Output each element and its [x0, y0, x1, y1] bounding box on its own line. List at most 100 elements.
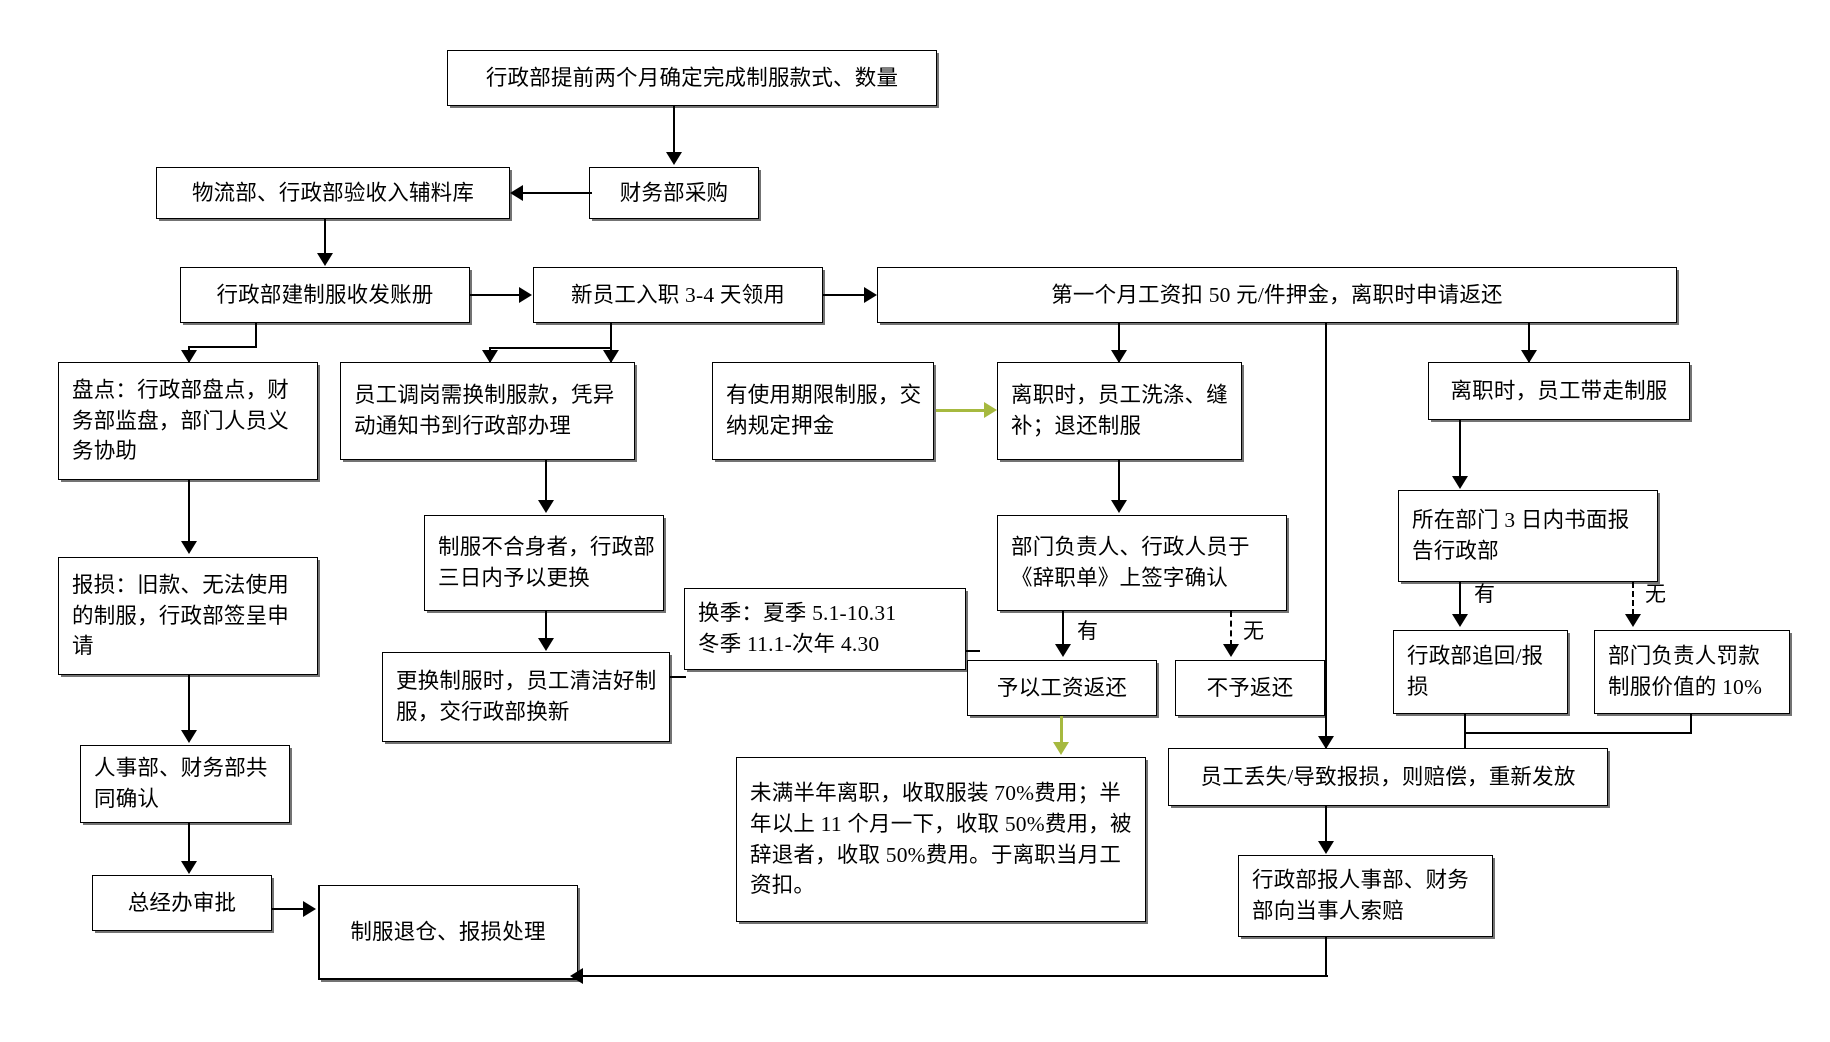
edge-n4-n8-stub	[255, 323, 258, 348]
edge-n14-n19-dashed	[1230, 611, 1232, 646]
node-first-month-deposit[interactable]: 第一个月工资扣 50 元/件押金，离职时申请返还	[877, 267, 1677, 323]
node-hr-finance-confirm[interactable]: 人事部、财务部共同确认	[80, 745, 290, 823]
arrowhead-n6-n24	[1318, 736, 1334, 749]
node-stocktake[interactable]: 盘点：行政部盘点，财务部监盘，部门人员义务协助	[58, 362, 318, 480]
edge-n5-n8-h	[489, 347, 612, 350]
node-label: 行政部提前两个月确定完成制服款式、数量	[485, 65, 899, 90]
node-label: 盘点：行政部盘点，财务部监盘，部门人员义务协助	[72, 378, 290, 464]
node-label: 行政部追回/报损	[1407, 644, 1544, 699]
edge-n15-n21-dashed	[1632, 582, 1634, 615]
edge-n21-h	[1464, 732, 1692, 735]
node-label: 报损：旧款、无法使用的制服，行政部签呈申请	[72, 573, 290, 659]
node-limited-term-uniform-deposit[interactable]: 有使用期限制服，交纳规定押金	[712, 362, 934, 460]
node-uniform-style-quantity[interactable]: 行政部提前两个月确定完成制服款式、数量	[447, 50, 937, 106]
node-resign-fee-rules[interactable]: 未满半年离职，收取服装 70%费用；半年以上 11 个月一下，收取 50%费用，…	[736, 757, 1146, 922]
node-admin-ledger[interactable]: 行政部建制服收发账册	[180, 267, 470, 323]
node-new-employee-issue[interactable]: 新员工入职 3-4 天领用	[533, 267, 823, 323]
arrowhead-n9-n10-green	[984, 402, 997, 418]
edge-label-wu-1: 无	[1243, 619, 1264, 643]
arrowhead-n22-n25	[181, 861, 197, 874]
node-resign-wash-return[interactable]: 离职时，员工洗涤、缝补；退还制服	[997, 362, 1242, 460]
node-label: 不予返还	[1206, 675, 1294, 700]
edge-n26-bottom-rail	[318, 978, 580, 981]
node-label: 离职时，员工带走制服	[1450, 378, 1668, 403]
node-scrap-report[interactable]: 报损：旧款、无法使用的制服，行政部签呈申请	[58, 557, 318, 675]
node-transfer-change-uniform[interactable]: 员工调岗需换制服款，凭异动通知书到行政部办理	[340, 362, 635, 460]
arrowhead-n15-n21	[1625, 614, 1641, 627]
node-no-refund[interactable]: 不予返还	[1175, 660, 1325, 716]
arrowhead-n6-n10	[1111, 350, 1127, 363]
node-return-scrap-process[interactable]: 制服退仓、报损处理	[318, 885, 578, 980]
arrowhead-n25-n26	[303, 901, 316, 917]
node-label: 离职时，员工洗涤、缝补；退还制服	[1011, 383, 1229, 438]
node-label: 部门负责人罚款制服价值的 10%	[1608, 644, 1763, 699]
arrowhead-n27-n26	[570, 968, 583, 984]
arrowhead-n4-n5	[519, 287, 532, 303]
edge-n16-n18	[966, 650, 980, 653]
node-label: 所在部门 3 日内书面报告行政部	[1412, 508, 1630, 563]
edge-label-you-1: 有	[1077, 619, 1098, 643]
arrowhead-n5-n9	[603, 350, 619, 363]
node-label: 制服不合身者，行政部三日内予以更换	[438, 535, 656, 590]
edge-n15-n20	[1459, 582, 1462, 615]
edge-n17-n16	[670, 676, 686, 679]
node-label: 行政部报人事部、财务部向当事人索赔	[1252, 868, 1470, 923]
node-label: 物流部、行政部验收入辅料库	[191, 180, 475, 205]
arrowhead-n3-n4	[317, 253, 333, 266]
edge-n6-n24	[1325, 323, 1328, 748]
node-label: 新员工入职 3-4 天领用	[570, 282, 785, 307]
node-label: 总经办审批	[127, 890, 237, 915]
edge-n22-n25	[188, 823, 191, 862]
edge-n18-n23-green	[1060, 716, 1063, 744]
node-clean-before-exchange[interactable]: 更换制服时，员工清洁好制服，交行政部换新	[382, 652, 670, 742]
node-loss-compensation[interactable]: 员工丢失/导致报损，则赔偿，重新发放	[1168, 748, 1608, 806]
node-misfit-replace[interactable]: 制服不合身者，行政部三日内予以更换	[424, 515, 664, 611]
node-refund-salary[interactable]: 予以工资返还	[967, 660, 1157, 716]
node-season-change[interactable]: 换季：夏季 5.1-10.31 冬季 11.1-次年 4.30	[684, 588, 966, 670]
edge-n5-n6	[823, 294, 865, 297]
edge-label-wu-2: 无	[1645, 582, 1666, 606]
edge-n4-n5	[470, 294, 522, 297]
arrowhead-n7-n12	[181, 541, 197, 554]
node-finance-purchase[interactable]: 财务部采购	[589, 167, 759, 219]
edge-n20-n24	[1464, 714, 1467, 748]
arrowhead-n15-n20	[1452, 614, 1468, 627]
arrowhead-n11-n15	[1452, 476, 1468, 489]
node-label: 换季：夏季 5.1-10.31 冬季 11.1-次年 4.30	[698, 601, 897, 656]
node-resign-keep-uniform[interactable]: 离职时，员工带走制服	[1428, 362, 1690, 420]
node-manager-fine[interactable]: 部门负责人罚款制服价值的 10%	[1594, 630, 1790, 714]
edge-n14-n18	[1062, 611, 1065, 646]
arrowhead-n10-n14	[1111, 500, 1127, 513]
arrowhead-n12-n22	[181, 730, 197, 743]
arrowhead-n24-n27	[1318, 841, 1334, 854]
edge-n25-n26	[272, 908, 305, 911]
node-logistics-admin-receive[interactable]: 物流部、行政部验收入辅料库	[156, 167, 510, 219]
edge-n21-down	[1690, 714, 1693, 734]
arrowhead-n8-n13	[538, 500, 554, 513]
edge-n4-spread	[188, 346, 257, 349]
arrowhead-n2-n3	[510, 185, 523, 201]
node-label: 予以工资返还	[996, 675, 1128, 700]
edge-n26-left-rail	[318, 885, 321, 980]
node-label: 有使用期限制服，交纳规定押金	[726, 383, 922, 438]
arrowhead-n1-n2	[666, 152, 682, 165]
edge-n12-n22	[188, 675, 191, 731]
arrowhead-n5-n8	[482, 350, 498, 363]
edge-n27-bottom	[1325, 937, 1328, 977]
node-admin-recover-scrap[interactable]: 行政部追回/报损	[1393, 630, 1568, 714]
node-resignation-form-signoff[interactable]: 部门负责人、行政人员于《辞职单》上签字确认	[997, 515, 1287, 611]
arrowhead-n6-n11	[1521, 350, 1537, 363]
edge-n13-n17	[545, 611, 548, 639]
edge-n24-n27	[1325, 806, 1328, 843]
node-claim-from-employee[interactable]: 行政部报人事部、财务部向当事人索赔	[1238, 855, 1493, 937]
edge-n10-n14	[1118, 460, 1121, 501]
node-gm-approval[interactable]: 总经办审批	[92, 875, 272, 931]
node-label: 财务部采购	[619, 180, 729, 205]
node-label: 制服退仓、报损处理	[350, 920, 546, 945]
node-dept-written-report[interactable]: 所在部门 3 日内书面报告行政部	[1398, 490, 1658, 582]
edge-n27-n26-h	[578, 975, 1328, 978]
edge-n2-n3	[522, 192, 592, 195]
node-label: 行政部建制服收发账册	[216, 282, 434, 307]
node-label: 未满半年离职，收取服装 70%费用；半年以上 11 个月一下，收取 50%费用，…	[750, 781, 1132, 898]
edge-n6-n11	[1528, 323, 1531, 362]
